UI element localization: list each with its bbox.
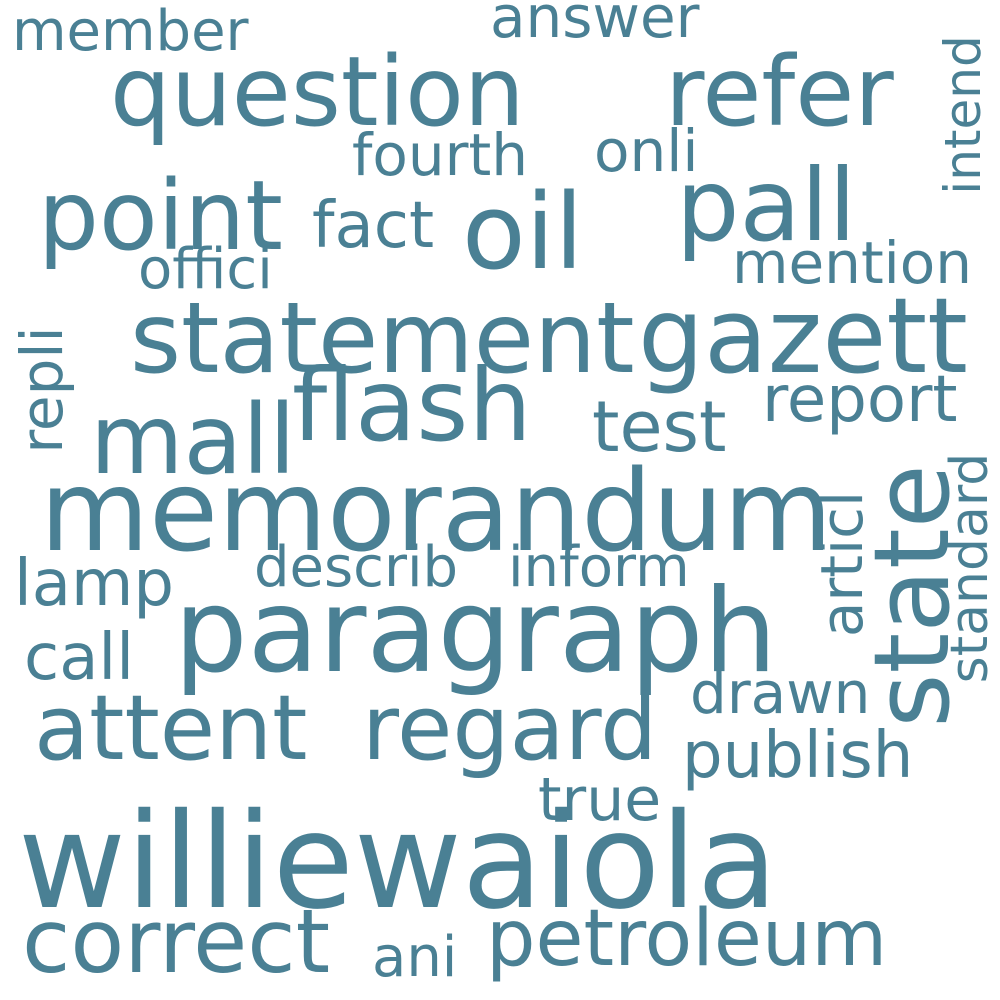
word-fourth: fourth xyxy=(352,121,529,189)
word-member: member xyxy=(12,0,249,64)
word-answer: answer xyxy=(490,0,700,51)
word-mall: mall xyxy=(90,384,296,496)
word-articl: articl xyxy=(808,490,876,638)
word-drawn: drawn xyxy=(690,659,871,727)
word-petroleum: petroleum xyxy=(486,894,888,984)
word-attent: attent xyxy=(34,676,308,781)
word-fact: fact xyxy=(312,189,435,263)
word-correct: correct xyxy=(22,890,331,993)
word-flash: flash xyxy=(292,347,532,464)
word-memorandum: memorandum xyxy=(40,447,833,577)
word-test: test xyxy=(592,386,727,468)
word-question: question xyxy=(110,36,525,148)
word-lamp: lamp xyxy=(14,547,174,621)
word-publish: publish xyxy=(682,719,914,793)
word-onli: onli xyxy=(594,117,699,185)
word-report: report xyxy=(762,363,958,437)
word-refer: refer xyxy=(665,36,894,148)
word-oil: oil xyxy=(462,171,584,293)
word-offici: offici xyxy=(138,237,273,302)
word-standard: standard xyxy=(940,452,1000,684)
word-repli: repli xyxy=(8,326,76,454)
word-point: point xyxy=(38,160,283,272)
word-pall: pall xyxy=(676,147,857,264)
word-inform: inform xyxy=(508,535,690,600)
word-regard: regard xyxy=(362,676,658,781)
word-true: true xyxy=(538,765,662,835)
word-ani: ani xyxy=(372,925,458,990)
word-describ: describ xyxy=(254,535,459,600)
word-paragraph: paragraph xyxy=(174,564,778,699)
word-call: call xyxy=(24,621,134,695)
word-gazett: gazett xyxy=(638,275,968,397)
word-intend: intend xyxy=(934,35,992,195)
word-mention: mention xyxy=(732,229,973,297)
word-williewaiola: williewaiola xyxy=(18,785,778,939)
word-statement: statement xyxy=(130,282,635,396)
